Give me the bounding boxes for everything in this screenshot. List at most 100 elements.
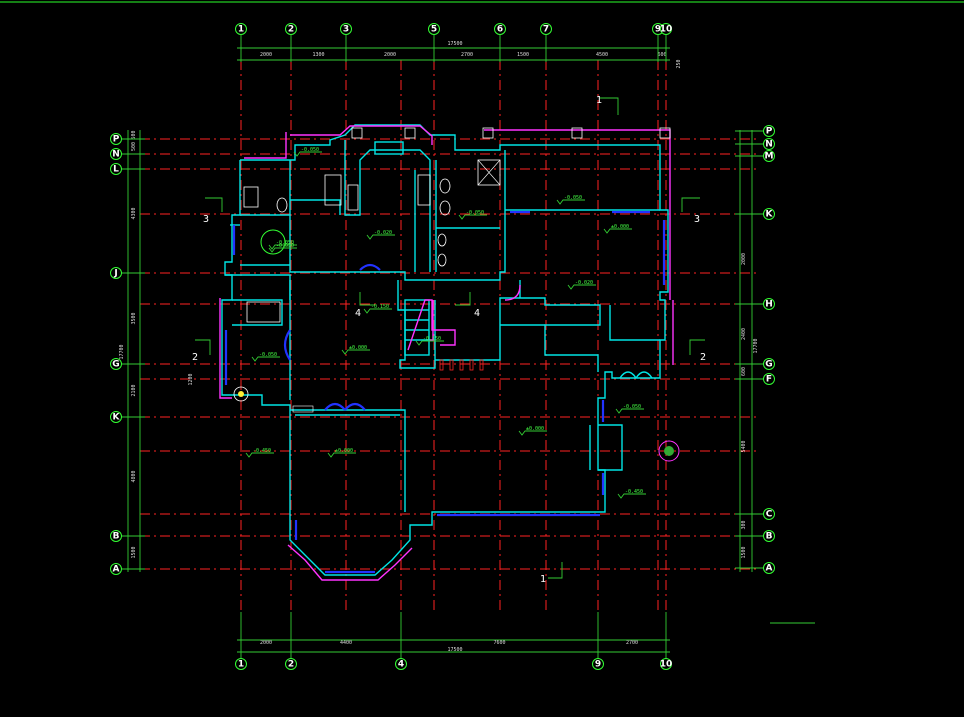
building-walls: [219, 124, 680, 581]
section-mark: 1: [596, 95, 602, 106]
top-dimension: 1500: [517, 52, 529, 58]
top-total-dimension: 17500: [447, 41, 462, 47]
svg-text:B: B: [113, 532, 120, 542]
left-dimension: 4800: [131, 470, 137, 482]
section-mark: 4: [474, 308, 480, 319]
svg-text:10: 10: [660, 25, 673, 35]
level-mark: -0.050: [458, 210, 487, 220]
top-dimension: 2000: [384, 52, 396, 58]
grid-bubble-left: K: [110, 411, 122, 423]
section-markers: 1 3 3 4 4 2 2 1: [192, 95, 706, 585]
grid-bubble-right: H: [763, 298, 775, 310]
grid-bubble-right: C: [763, 508, 775, 520]
svg-text:1: 1: [238, 25, 244, 35]
svg-text:±0.000: ±0.000: [349, 345, 367, 351]
svg-text:5: 5: [431, 25, 437, 35]
svg-text:2: 2: [288, 25, 294, 35]
grid-bubble-bottom: 4: [395, 658, 407, 670]
grid-bubble-top: 6: [494, 23, 506, 35]
grid-bubble-top: 7: [540, 23, 552, 35]
svg-text:1: 1: [238, 660, 244, 670]
section-mark: 1: [540, 574, 546, 585]
section-mark: 2: [192, 352, 198, 363]
level-mark: ±0.000: [603, 224, 632, 234]
svg-text:±0.000: ±0.000: [611, 224, 629, 230]
grid-bubble-left: L: [110, 163, 122, 175]
right-total-dimension: 17700: [753, 338, 759, 353]
bottom-dimension: 2700: [626, 640, 638, 646]
top-dimension: 2700: [461, 52, 473, 58]
svg-text:N: N: [765, 140, 773, 150]
svg-text:-0.050: -0.050: [623, 404, 641, 410]
svg-text:3: 3: [343, 25, 349, 35]
level-marks: -0.050 -0.050 -0.050 -0.020 -0.050 -0.050 -0.1…: [245, 147, 646, 499]
level-mark: ±0.000: [341, 345, 370, 355]
grid-bubble-bottom: 10: [660, 658, 673, 670]
level-mark: -0.150: [415, 336, 444, 346]
grid-bubble-left: N: [110, 148, 122, 160]
left-dimension: 2100: [131, 384, 137, 396]
svg-text:-0.020: -0.020: [575, 280, 593, 286]
grid-bubble-left: G: [110, 358, 122, 370]
svg-text:-0.450: -0.450: [253, 448, 271, 454]
grid-bubble-top: 3: [340, 23, 352, 35]
level-mark: -0.020: [567, 280, 596, 290]
level-mark: -0.450: [245, 448, 274, 458]
top-dimension: 1300: [312, 52, 324, 58]
svg-text:K: K: [113, 413, 121, 423]
grid-bubble-bottom: 9: [592, 658, 604, 670]
bottom-dimension: 4400: [340, 640, 352, 646]
grid-bubble-bottom: 1: [235, 658, 247, 670]
top-dimension: 2000: [260, 52, 272, 58]
top-dimension: 600: [657, 52, 666, 58]
fixtures: [233, 127, 680, 462]
svg-text:-0.050: -0.050: [276, 240, 294, 246]
grid-bubble-left: P: [110, 133, 122, 145]
svg-text:-0.050: -0.050: [466, 210, 484, 216]
svg-text:-0.050: -0.050: [564, 195, 582, 201]
section-mark: 3: [203, 214, 209, 225]
svg-text:A: A: [113, 565, 120, 575]
left-dimension: 500: [131, 130, 137, 139]
svg-text:10: 10: [660, 660, 673, 670]
level-mark: -0.050: [268, 243, 297, 253]
level-mark: ±0.000: [327, 448, 356, 458]
grid-bubble-top: 1: [235, 23, 247, 35]
svg-text:B: B: [766, 532, 773, 542]
svg-text:-0.450: -0.450: [625, 489, 643, 495]
grid-bubble-left: J: [110, 267, 122, 279]
stairs: [404, 299, 456, 356]
svg-text:C: C: [766, 510, 773, 520]
level-mark: -0.050: [293, 147, 322, 157]
grid-bubble-right: B: [763, 530, 775, 542]
svg-text:P: P: [113, 135, 120, 145]
svg-text:-0.150: -0.150: [423, 336, 441, 342]
svg-text:A: A: [766, 564, 773, 574]
svg-text:N: N: [112, 150, 120, 160]
right-dimension: 600: [741, 367, 747, 376]
bottom-dimension: 2000: [260, 640, 272, 646]
svg-text:G: G: [765, 360, 772, 370]
section-mark: 2: [700, 352, 706, 363]
grid-bubble-top: 5: [428, 23, 440, 35]
section-mark: 4: [355, 308, 361, 319]
bottom-total-dimension: 17500: [447, 647, 462, 653]
grid-bubble-top: 2: [285, 23, 297, 35]
bottom-dimension: 7600: [493, 640, 505, 646]
grid-bubble-right: F: [763, 373, 775, 385]
grid-bubble-right: P: [763, 125, 775, 137]
svg-text:G: G: [112, 360, 119, 370]
svg-text:-0.150: -0.150: [371, 304, 389, 310]
level-mark: ±0.000: [518, 426, 547, 436]
balusters: [439, 359, 484, 371]
left-dimension: 1500: [131, 546, 137, 558]
svg-text:L: L: [113, 165, 119, 175]
level-mark: -0.150: [363, 304, 392, 314]
svg-text:±0.000: ±0.000: [526, 426, 544, 432]
level-mark: -0.050: [615, 404, 644, 414]
level-mark: -0.020: [366, 230, 395, 240]
svg-text:-0.050: -0.050: [259, 352, 277, 358]
grid-bubble-top: 10: [660, 23, 673, 35]
